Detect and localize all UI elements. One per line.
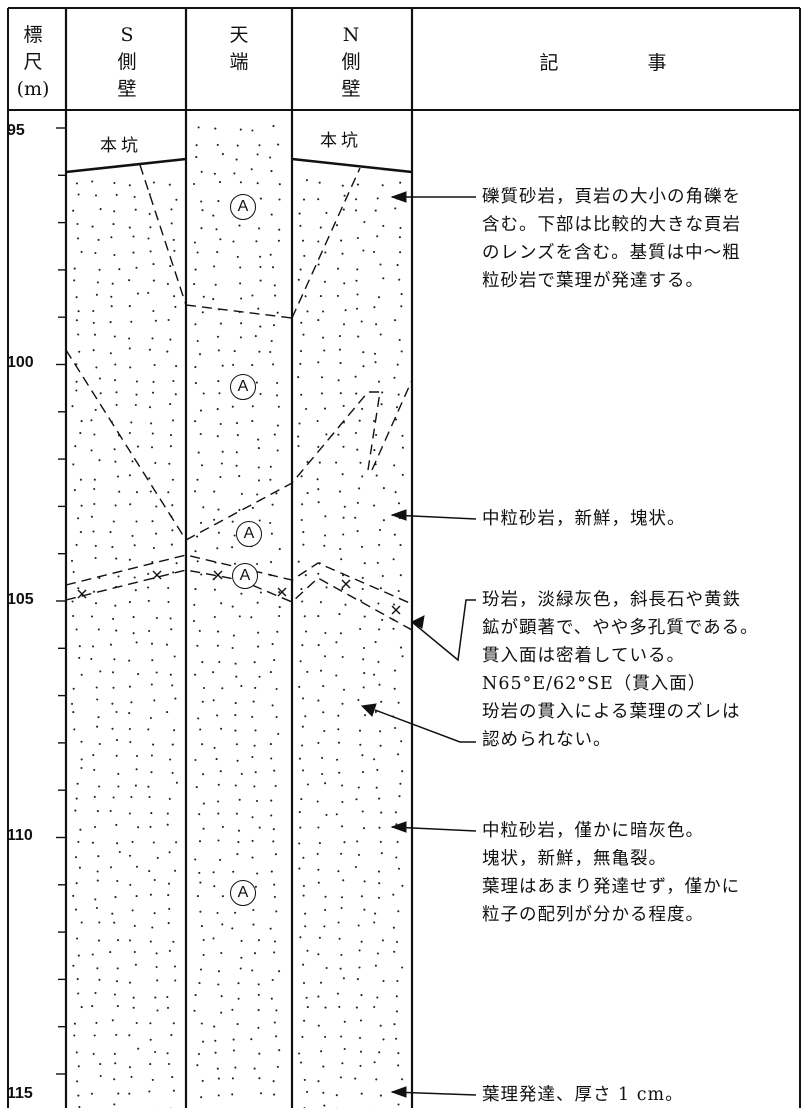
header-roof-line3: 端 — [186, 49, 292, 76]
note-leaders — [362, 192, 476, 1097]
note-line: 礫質砂岩，頁岩の大小の角礫を — [482, 183, 802, 211]
contact-n-lens — [186, 392, 380, 540]
note-medium-sand-1: 中粒砂岩，新鮮，塊状。 — [482, 505, 802, 533]
rock-class-symbol: A — [236, 521, 262, 547]
note-breccia: 礫質砂岩，頁岩の大小の角礫を含む。下部は比較的大きな頁岩のレンズを含む。基質は中… — [482, 183, 802, 295]
depth-label: 95 — [7, 122, 37, 140]
n-wall-tunnel-label: 本坑 — [318, 126, 364, 151]
s-wall-tunnel-label: 本坑 — [98, 131, 144, 156]
header-n-wall-line2: 側 — [292, 49, 410, 76]
column-grid — [8, 8, 800, 1108]
leader-breccia — [392, 192, 476, 202]
note-line: 塊状，新鮮，無亀裂。 — [482, 845, 802, 873]
leader-porphyrite — [362, 600, 476, 742]
header-scale-line3: (m) — [10, 76, 56, 103]
note-line: 中粒砂岩，僅かに暗灰色。 — [482, 817, 802, 845]
contact-n-lens-2 — [372, 380, 412, 470]
leader-medium-sand-1 — [392, 510, 476, 520]
contact-s-lower — [66, 350, 186, 540]
note-line: 粒砂岩で葉理が発達する。 — [482, 267, 802, 295]
note-lamination: 葉理発達、厚さ 1 cm。 — [482, 1081, 802, 1109]
note-porphyrite: 玢岩，淡緑灰色，斜長石や黄鉄鉱が顕著で、やや多孔質である。貫入面は密着している。… — [482, 586, 802, 754]
header-n-wall: N 側 壁 — [292, 22, 410, 103]
depth-label: 100 — [7, 354, 37, 372]
header-n-wall-line1: N — [292, 22, 410, 49]
contact-breccia-s-1 — [140, 165, 186, 305]
note-line: 粒子の配列が分かる程度。 — [482, 901, 802, 929]
depth-label: 115 — [7, 1085, 37, 1103]
header-s-wall: S 側 壁 — [68, 22, 186, 103]
note-line: 含む。下部は比較的大きな頁岩 — [482, 211, 802, 239]
header-notes: 記 事 — [412, 50, 802, 77]
note-medium-sand-2: 中粒砂岩，僅かに暗灰色。塊状，新鮮，無亀裂。葉理はあまり発達せず，僅かに粒子の配… — [482, 817, 802, 929]
note-line: のレンズを含む。基質は中〜粗 — [482, 239, 802, 267]
sandstone-stipple — [67, 111, 411, 1108]
depth-label: 105 — [7, 591, 37, 609]
leader-medium-sand-2 — [392, 822, 476, 832]
note-line: 認められない。 — [482, 726, 802, 754]
header-roof-line1: 天 — [186, 22, 292, 49]
header-n-wall-line3: 壁 — [292, 76, 410, 103]
contact-breccia-n — [292, 168, 360, 318]
rock-class-symbol: A — [230, 374, 256, 400]
note-line: 玢岩，淡緑灰色，斜長石や黄鉄 — [482, 586, 802, 614]
note-line: 葉理はあまり発達せず，僅かに — [482, 873, 802, 901]
leader-lamination — [392, 1087, 476, 1097]
header-s-wall-line3: 壁 — [68, 76, 186, 103]
header-scale-line1: 標 — [10, 22, 56, 49]
header-roof: 天 端 — [186, 22, 292, 76]
contact-breccia-roof — [186, 305, 292, 318]
depth-label: 110 — [7, 827, 37, 845]
header-scale-line2: 尺 — [10, 49, 56, 76]
note-line: N65°E/62°SE（貫入面） — [482, 670, 802, 698]
note-line: 貫入面は密着している。 — [482, 642, 802, 670]
header-s-wall-line1: S — [68, 22, 186, 49]
note-line: 鉱が顕著で、やや多孔質である。 — [482, 614, 802, 642]
header-scale: 標 尺 (m) — [10, 22, 56, 103]
note-line: 玢岩の貫入による葉理のズレは — [482, 698, 802, 726]
header-s-wall-line2: 側 — [68, 49, 186, 76]
note-line: 中粒砂岩，新鮮，塊状。 — [482, 505, 802, 533]
note-line: 葉理発達、厚さ 1 cm。 — [482, 1081, 802, 1109]
